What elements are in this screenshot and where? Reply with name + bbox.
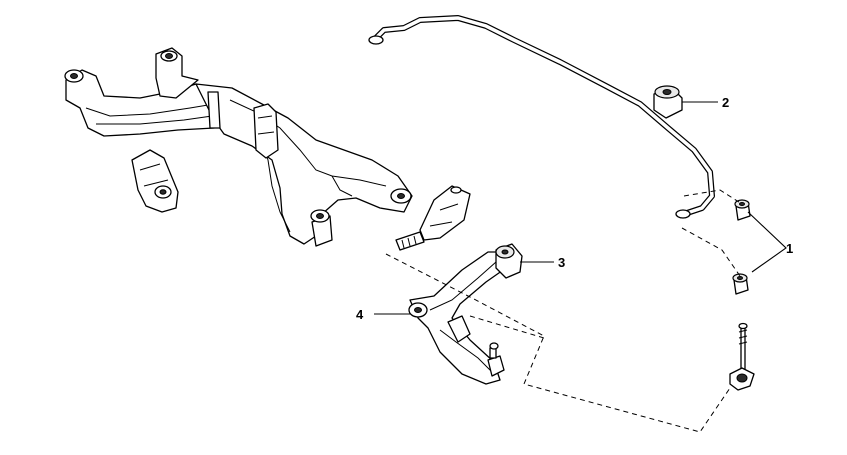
callouts: 1 2 3 4 [356,95,793,322]
callout-3: 3 [558,255,565,270]
mount-bracket [131,149,179,213]
front-subframe [64,47,413,247]
lower-control-arm [408,243,523,385]
stabilizer-link [729,322,755,391]
stabilizer-bushing [653,85,683,119]
stabilizer-bar [368,15,715,219]
callout-1-leader [747,211,787,273]
callout-1: 1 [786,241,793,256]
callout-4: 4 [356,307,364,322]
relationship-lines [385,253,731,433]
compression-rod [395,185,471,251]
callout-2: 2 [722,95,729,110]
link-bushings [681,189,751,295]
